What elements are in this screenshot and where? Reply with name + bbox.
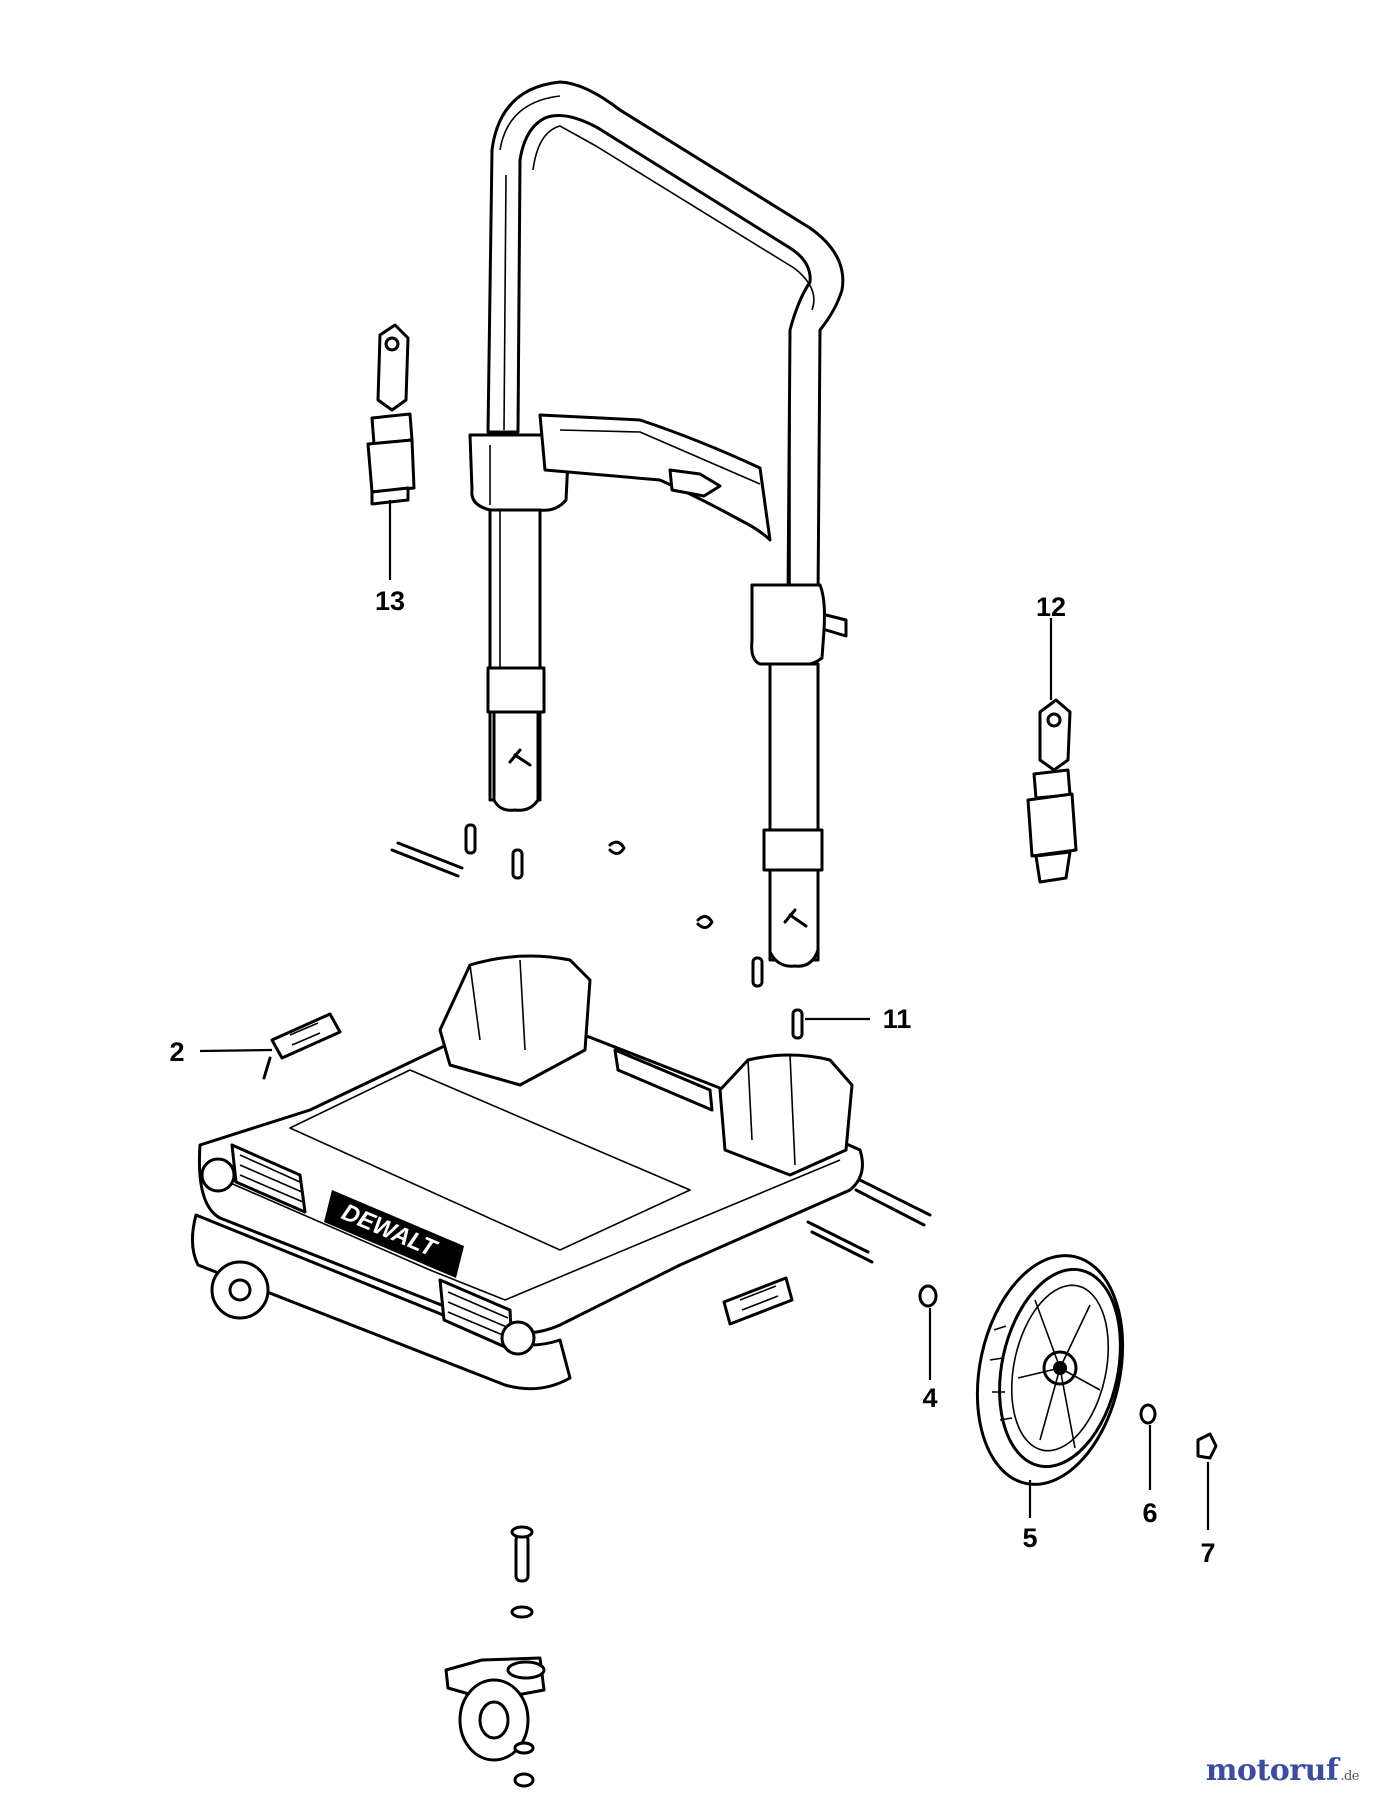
callout-5: 5 <box>1022 1523 1038 1553</box>
washer-4 <box>918 1284 938 1308</box>
nut-7 <box>1196 1432 1218 1460</box>
strap-13 <box>366 323 416 506</box>
strap-12 <box>1026 698 1078 884</box>
callout-13: 13 <box>374 586 406 616</box>
handle-frame <box>468 80 848 968</box>
callout-11: 11 <box>882 1004 912 1034</box>
wheel-5 <box>975 1254 1125 1486</box>
watermark-tld: .de <box>1340 1769 1359 1784</box>
caster-assembly <box>444 1525 546 1788</box>
side-clip-lower <box>722 1276 794 1326</box>
watermark-logo: motoruf.de <box>1205 1753 1360 1788</box>
callout-7: 7 <box>1200 1538 1216 1568</box>
pins-and-clips <box>390 823 932 1264</box>
base-platform: DEWALT <box>191 954 864 1391</box>
watermark-text: motoruf <box>1205 1753 1339 1788</box>
callout-2: 2 <box>169 1037 185 1067</box>
callout-4: 4 <box>922 1383 938 1413</box>
callout-12: 12 <box>1035 592 1067 622</box>
leader-lines <box>199 500 1210 1530</box>
side-clip-2 <box>262 1012 342 1080</box>
washer-6 <box>1139 1403 1157 1425</box>
callout-6: 6 <box>1142 1498 1158 1528</box>
